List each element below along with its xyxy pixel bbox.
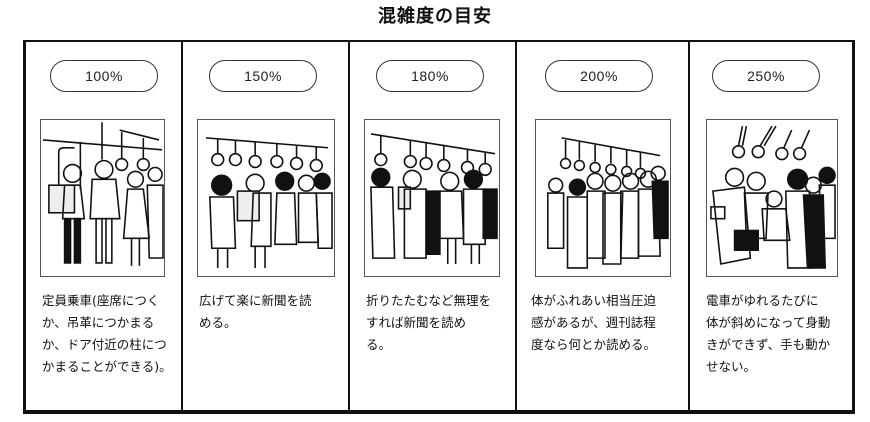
description: 定員乗車(座席につく か、吊革につかまる か、ドア付近の柱につ かまることができ… — [42, 293, 172, 374]
train-crowd-180-illustration — [370, 133, 498, 265]
congestion-table: 100% — [23, 40, 855, 414]
train-crowd-200-icon — [535, 119, 671, 277]
train-crowd-100-illustration — [42, 122, 164, 266]
level-badge: 250% — [712, 60, 820, 92]
description: 体がふれあい相当圧迫 感があるが、週刊誌程 度なら何とか読める。 — [531, 293, 657, 352]
train-crowd-150-icon — [197, 119, 335, 277]
train-crowd-200-illustration — [547, 137, 669, 269]
train-crowd-180-icon — [364, 119, 500, 277]
column-200: 200% — [515, 42, 690, 410]
level-badge: 150% — [209, 60, 317, 92]
level-badge: 200% — [545, 60, 653, 92]
column-180: 180% — [348, 42, 516, 410]
train-crowd-250-illustration — [710, 125, 836, 269]
description: 広げて楽に新聞を読 める。 — [199, 293, 312, 330]
train-crowd-100-icon — [40, 119, 165, 277]
column-100: 100% — [26, 42, 184, 410]
train-crowd-150-illustration — [205, 137, 333, 268]
level-badge: 100% — [50, 60, 158, 92]
level-badge: 180% — [376, 60, 484, 92]
column-150: 150% — [181, 42, 349, 410]
train-crowd-250-icon — [706, 119, 838, 277]
description: 折りたたむなど無理を すれば新聞を読め る。 — [366, 293, 492, 352]
column-250: 250% — [688, 42, 852, 410]
description: 電車がゆれるたびに 体が斜めになって身動 きができず、手も動か せない。 — [706, 293, 831, 374]
page-title: 混雑度の目安 — [378, 6, 492, 27]
